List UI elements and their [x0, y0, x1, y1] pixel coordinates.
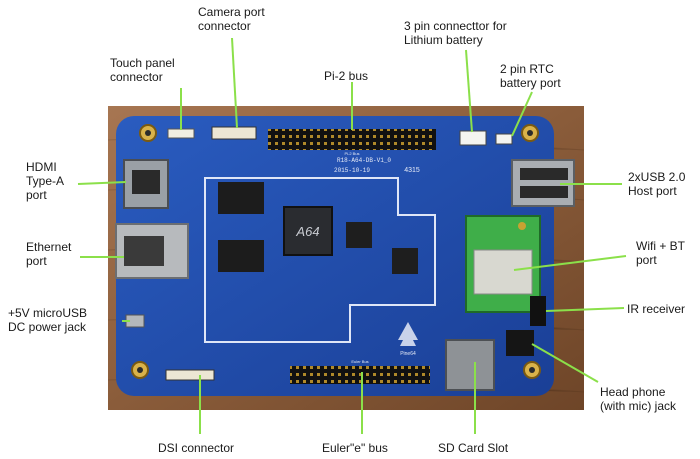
ram-chip-top	[218, 182, 264, 214]
board-date-text: 2015-10-19	[334, 167, 370, 174]
pine-logo-icon	[398, 322, 418, 346]
label-power-jack: +5V microUSB DC power jack	[8, 306, 88, 334]
lithium-connector	[459, 130, 487, 146]
rtc-connector	[495, 133, 513, 145]
soc-chip	[283, 206, 333, 256]
label-ir-receiver: IR receiver	[627, 302, 686, 316]
label-wifi-bt: Wifi + BT port	[636, 239, 686, 267]
label-headphone: Head phone (with mic) jack	[600, 385, 677, 413]
label-usb-host: 2xUSB 2.0 Host port	[628, 170, 686, 198]
headphone-jack	[506, 330, 534, 356]
ir-receiver	[530, 296, 546, 326]
board-code-text: 4315	[404, 167, 420, 174]
pmic-chip	[346, 222, 372, 248]
soc-label: A64	[295, 224, 319, 239]
euler-header	[290, 366, 430, 384]
label-touch-panel: Touch panel connector	[110, 56, 175, 84]
label-hdmi: HDMI Type-A port	[26, 160, 65, 202]
pi2-header-silk: Pi-2 Bus	[344, 151, 359, 156]
label-pi2-bus: Pi-2 bus	[324, 69, 369, 83]
camera-connector	[211, 126, 257, 140]
brand-silk: Pine64	[400, 351, 416, 357]
label-ethernet: Ethernet port	[26, 240, 72, 268]
label-rtc-battery: 2 pin RTC battery port	[500, 62, 561, 90]
euler-header-silk: Euler Bus	[351, 359, 368, 364]
pi2-header	[268, 129, 436, 150]
silkscreen-outline	[204, 177, 436, 343]
ethernet-phy-chip	[392, 248, 418, 274]
label-dsi: DSI connector	[158, 441, 235, 455]
label-euler-bus: Euler"e" bus	[322, 441, 388, 455]
label-camera-port: Camera port connector	[198, 5, 265, 33]
ram-chip-bottom	[218, 240, 264, 272]
label-sd-card: SD Card Slot	[438, 441, 509, 455]
label-lithium-battery: 3 pin connecttor for Lithium battery	[404, 19, 507, 47]
sd-card-slot	[445, 339, 495, 391]
dsi-connector	[165, 369, 215, 381]
board-model-text: R18-A64-DB-V1_0	[337, 157, 391, 164]
leader-lines	[77, 37, 627, 434]
touch-panel-connector	[167, 128, 195, 139]
